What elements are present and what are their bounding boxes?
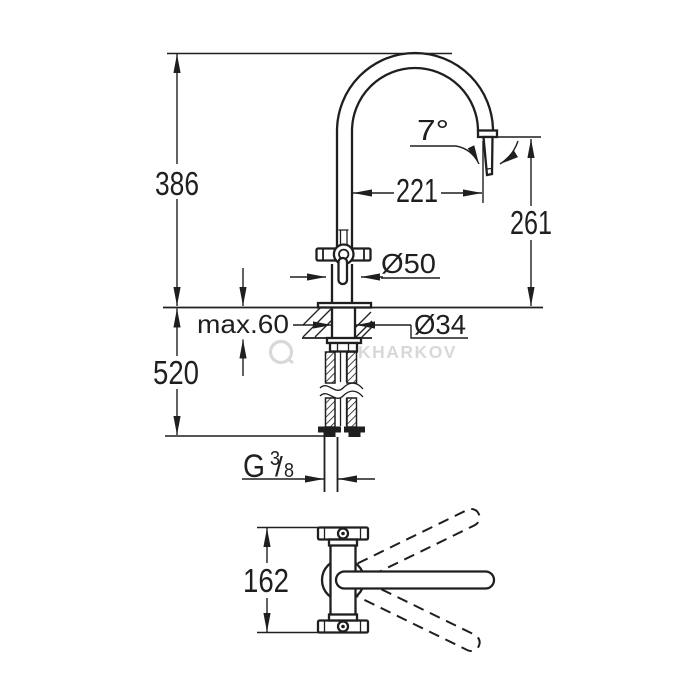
counter-thickness-label: max.60 xyxy=(197,309,289,339)
spout-swivel-down xyxy=(335,571,481,652)
thread-slash: / xyxy=(275,451,283,482)
supply-tube xyxy=(323,437,339,492)
spout-outer-arc xyxy=(335,51,495,132)
front-view: 386 520 max.60 Ø34 Ø50 xyxy=(153,51,552,492)
threaded-studs xyxy=(319,351,364,428)
mousseur-tip xyxy=(482,135,494,177)
dim-below-counter: 520 xyxy=(153,308,324,437)
break-squiggle xyxy=(319,382,364,399)
thread-denominator: 8 xyxy=(284,460,294,482)
dim-hole-diameter: Ø34 xyxy=(293,309,468,340)
handle-bottom xyxy=(316,613,370,634)
watermark-logo-icon xyxy=(268,339,294,365)
faucet-front-outline xyxy=(163,51,543,492)
angle-arrow-left xyxy=(455,145,480,165)
dim-thread: G 3 / 8 xyxy=(242,448,375,484)
outlet-angle-label: 7° xyxy=(417,115,449,147)
dim-handle-span: 162 xyxy=(243,526,331,634)
spout-inner-arc xyxy=(350,66,480,132)
spout-height-label: 261 xyxy=(510,204,552,241)
dim-base-diameter: Ø50 xyxy=(290,248,440,281)
handle-span-label: 162 xyxy=(243,562,289,599)
handle-bar-caps xyxy=(322,248,365,261)
thread-numerator: 3 xyxy=(270,448,280,470)
riser-tube xyxy=(335,131,354,249)
dim-total-height: 386 xyxy=(155,52,452,306)
spout-reach-label: 221 xyxy=(396,172,438,209)
thread-letter: G xyxy=(243,448,265,484)
below-counter-label: 520 xyxy=(153,354,199,391)
spout-top-view xyxy=(334,570,496,590)
top-view: 162 xyxy=(243,508,496,652)
stud-feet xyxy=(318,426,365,437)
locknut-splits xyxy=(336,343,350,352)
angle-arrow-right xyxy=(499,140,519,165)
body-tube xyxy=(330,264,354,303)
hole-diameter-label: Ø34 xyxy=(414,309,466,340)
dim-outlet-angle: 7° xyxy=(410,115,519,165)
watermark-text: KHARKOV xyxy=(358,342,457,362)
total-height-label: 386 xyxy=(155,165,199,202)
handle-lower-arm xyxy=(337,256,349,286)
mounting-shank xyxy=(330,307,357,338)
counter-hatching xyxy=(302,307,373,338)
dim-spout-height: 261 xyxy=(497,136,552,306)
base-diameter-label: Ø50 xyxy=(381,248,436,279)
spout-swivel-up xyxy=(335,508,481,589)
dim-counter-thickness: max.60 xyxy=(197,268,289,376)
locknut xyxy=(328,341,359,353)
handle-top xyxy=(316,526,370,547)
aerator-line xyxy=(486,167,493,170)
watermark: KHARKOV xyxy=(268,339,457,365)
dim-spout-reach: 221 xyxy=(353,141,484,209)
